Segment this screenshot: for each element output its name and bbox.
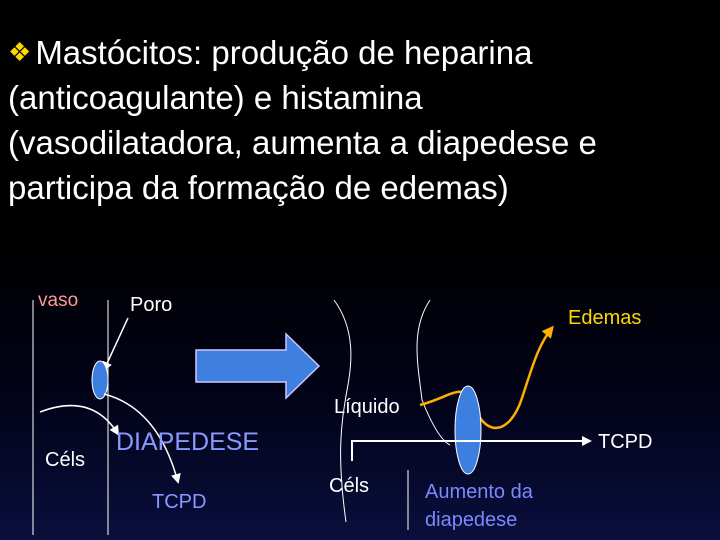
right-migrating-cell — [454, 385, 482, 475]
cels-left-label: Céls — [45, 449, 86, 471]
aumento-line-2: diapedese — [425, 509, 518, 531]
poro-pointer-arrow — [102, 317, 129, 372]
tcpd-right-label: TCPD — [598, 431, 653, 453]
tcpd-left-label: TCPD — [152, 491, 207, 513]
liquido-label: Líquido — [334, 396, 400, 418]
diapedese-label: DIAPEDESE — [116, 428, 260, 456]
vaso-label: vaso — [38, 290, 79, 311]
cels-right-arrow — [351, 436, 592, 461]
title-line-4: participa da formação de edemas) — [8, 169, 509, 206]
slide-title: ❖Mastócitos: produção de heparina (antic… — [8, 30, 713, 210]
edemas-yellow-arrow — [419, 325, 554, 430]
title-line-3: (vasodilatadora, aumenta a diapedese e — [8, 124, 597, 161]
edemas-label: Edemas — [568, 307, 642, 329]
diapedese-curved-arrow — [103, 393, 181, 484]
right-vessel-wall-right — [416, 299, 451, 446]
poro-label: Poro — [130, 294, 173, 316]
title-line-1: Mastócitos: produção de heparina — [35, 34, 533, 71]
diamond-bullet-icon: ❖ — [8, 37, 32, 67]
cels-right-label: Céls — [329, 475, 370, 497]
left-migrating-cell — [91, 360, 109, 400]
cels-left-curved-arrow — [39, 404, 120, 436]
aumento-line-1: Aumento da — [425, 481, 533, 503]
right-vessel-wall-left — [333, 299, 352, 523]
title-line-2: (anticoagulante) e histamina — [8, 79, 423, 116]
big-transition-arrow-icon — [195, 332, 321, 400]
